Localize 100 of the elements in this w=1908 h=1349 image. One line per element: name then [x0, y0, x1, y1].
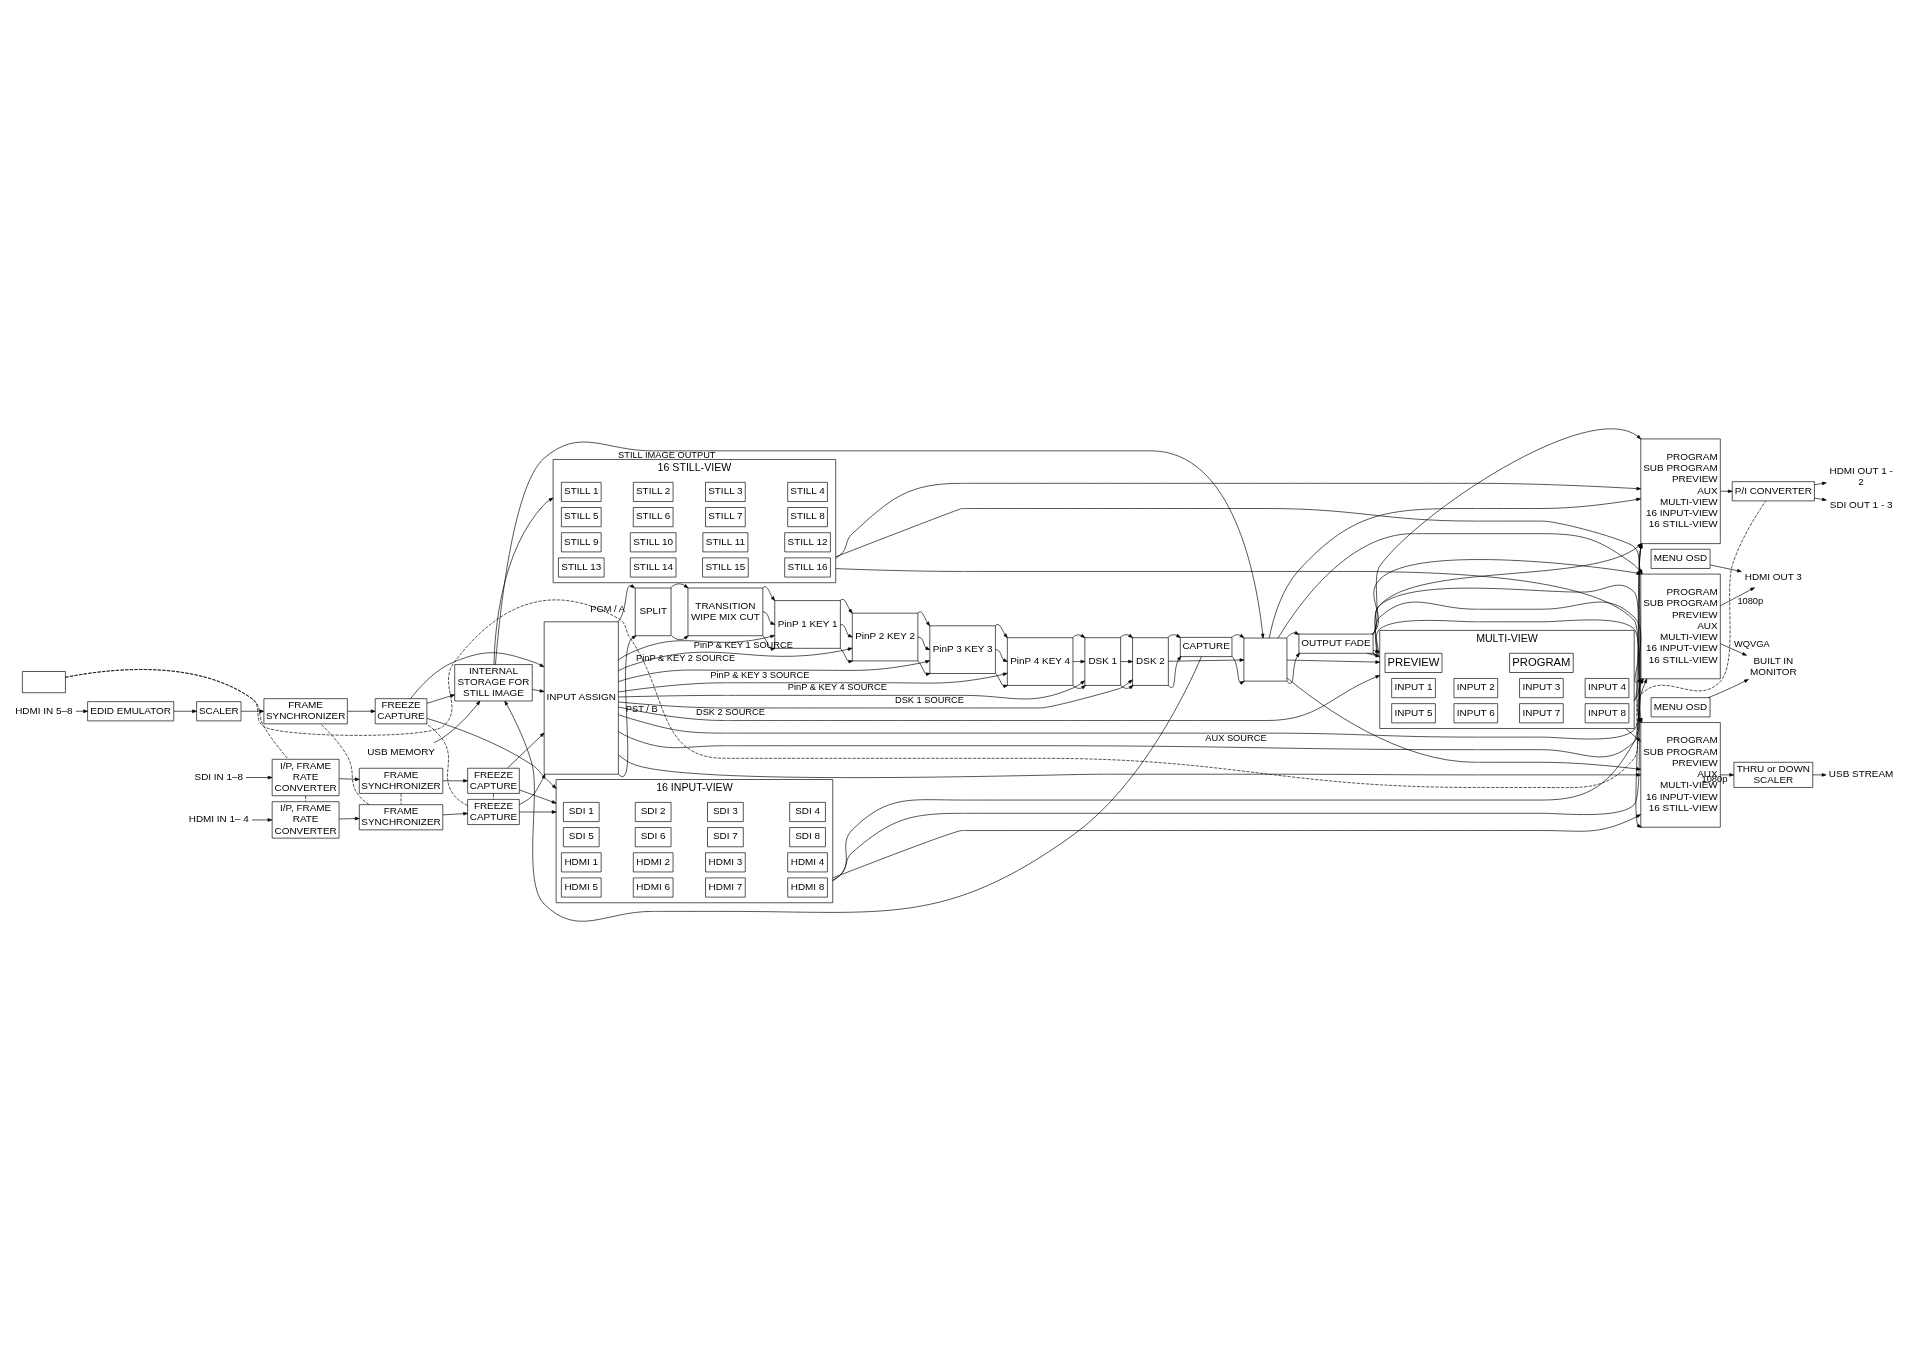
- connector: [305, 794, 306, 802]
- arrow: [426, 717, 557, 789]
- arrow: [75, 709, 88, 713]
- node-box: HDMI 5: [561, 877, 602, 897]
- node-box: P/I CONVERTER: [1731, 480, 1815, 501]
- node-box: INPUT 4: [1584, 677, 1630, 698]
- node-box: EDID EMULATOR: [87, 700, 175, 721]
- node-box: STILL 10: [629, 531, 677, 552]
- node-text: BUILT IN MONITOR: [1750, 654, 1797, 677]
- edge-label: DSK 1 SOURCE: [894, 694, 964, 705]
- arrow: [618, 674, 1381, 721]
- node-box: STILL 3: [705, 481, 746, 502]
- node-box: SDI 1: [563, 801, 600, 822]
- arrow: [1119, 633, 1133, 638]
- arrow: [347, 709, 376, 713]
- node-box: PROGRAM SUB PROGRAM PREVIEW AUX MULTI-VIEW 16 INPUT-VIEW 16 STILL-VIEW: [1640, 573, 1721, 679]
- arrow: [618, 634, 775, 660]
- node-box: SPLIT: [634, 587, 672, 636]
- node-box: STILL 9: [561, 531, 602, 552]
- arrow: [618, 634, 637, 777]
- node-box: STILL 6: [632, 506, 674, 527]
- node-text: HDMI OUT 3: [1744, 570, 1802, 582]
- node-text: HDMI IN 5–8: [15, 704, 73, 716]
- arrow: [832, 813, 1641, 878]
- arrow: [1120, 684, 1134, 689]
- arrow: [433, 700, 481, 743]
- arrow: [917, 611, 931, 626]
- node-box: HDMI 1: [561, 851, 602, 872]
- node-box: INPUT ASSIGN: [543, 620, 619, 775]
- node-box: STILL 2: [632, 481, 674, 502]
- node-box: PREVIEW: [1384, 652, 1443, 673]
- node-box: FRAME SYNCHRONIZER: [358, 803, 444, 830]
- node-box: SDI 8: [789, 826, 826, 847]
- arrow: [1072, 684, 1086, 689]
- connector: [426, 723, 468, 806]
- arrow: [762, 634, 776, 651]
- arrow: [1286, 652, 1300, 684]
- arrow: [670, 583, 689, 588]
- edge-label: PinP & KEY 2 SOURCE: [636, 652, 736, 663]
- node-text: HDMI OUT 1 - 2: [1829, 464, 1893, 487]
- edge-label: STILL IMAGE OUTPUT: [618, 449, 716, 460]
- node-box: STILL 4: [787, 481, 828, 502]
- node-box: STILL 11: [702, 531, 749, 552]
- node-box: PinP 4 KEY 4: [1007, 636, 1074, 686]
- arrow: [618, 754, 1641, 778]
- arrow: [519, 789, 557, 803]
- edge-label: PST / B: [625, 703, 658, 714]
- node-box: STILL 15: [702, 557, 749, 577]
- arrow: [1720, 489, 1733, 493]
- node-box: FRAME SYNCHRONIZER: [263, 697, 348, 724]
- node-text: HDMI IN 1– 4: [188, 812, 249, 824]
- node-box: SDI 2: [634, 801, 672, 822]
- arrow: [1720, 772, 1734, 777]
- node-box: STILL 16: [784, 557, 831, 577]
- arrow: [995, 672, 1008, 688]
- arrow: [519, 773, 546, 805]
- arrow: [1812, 772, 1827, 777]
- arrow: [1814, 497, 1827, 501]
- arrow: [1286, 659, 1381, 664]
- node-box: PinP 2 KEY 2: [851, 612, 919, 661]
- arrow: [1231, 633, 1245, 638]
- node-box: SCALER: [196, 700, 242, 721]
- connector: [400, 792, 402, 805]
- node-box: FRAME SYNCHRONIZER: [358, 767, 444, 794]
- node-box: HDMI 2: [632, 851, 674, 872]
- node-box: HDMI 7: [705, 877, 746, 897]
- arrow: [173, 709, 197, 713]
- node-text: USB MEMORY: [367, 745, 435, 757]
- node-box: HDMI 8: [787, 877, 828, 897]
- node-box: I/P, FRAME RATE CONVERTER: [271, 800, 340, 838]
- arrow: [618, 659, 931, 682]
- node-box: INPUT 5: [1391, 702, 1436, 723]
- arrow: [832, 678, 1648, 880]
- node-box: STILL 13: [558, 557, 605, 577]
- node-box: INPUT 1: [1391, 677, 1436, 698]
- node-box: STILL 12: [784, 531, 831, 552]
- arrow: [426, 693, 455, 704]
- arrow: [1720, 643, 1747, 656]
- arrow: [618, 647, 853, 671]
- node-box: [22, 670, 66, 693]
- arrow: [1814, 481, 1827, 485]
- node-box: INTERNAL STORAGE FOR STILL IMAGE: [454, 663, 533, 701]
- arrow: [442, 811, 468, 815]
- arrow: [240, 709, 265, 713]
- node-box: SDI 7: [707, 826, 744, 847]
- node-box: STILL 8: [787, 506, 828, 527]
- node-box: FREEZE CAPTURE: [467, 767, 520, 794]
- node-box: PROGRAM: [1509, 652, 1574, 673]
- arrow: [1168, 657, 1245, 662]
- arrow: [762, 585, 776, 601]
- node-box: FREEZE CAPTURE: [467, 798, 520, 825]
- node-box: STILL 7: [705, 506, 746, 527]
- arrow: [840, 623, 853, 637]
- node-box: INPUT 2: [1453, 677, 1498, 698]
- arrow: [507, 732, 545, 768]
- arrow: [839, 598, 853, 614]
- arrow: [835, 567, 1643, 723]
- arrow: [1707, 678, 1749, 698]
- node-box: OUTPUT FADE: [1298, 633, 1374, 654]
- node-box: INPUT 3: [1519, 677, 1564, 698]
